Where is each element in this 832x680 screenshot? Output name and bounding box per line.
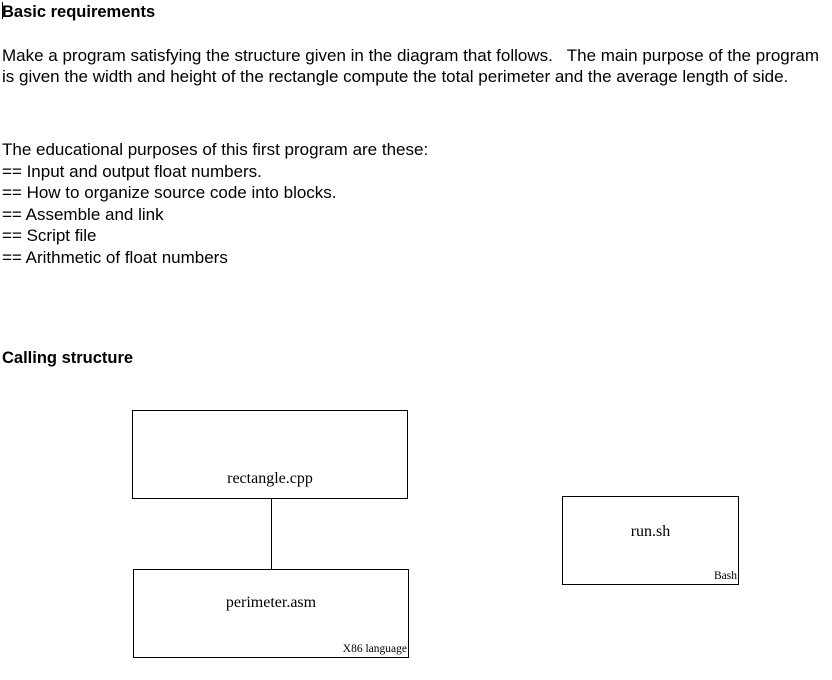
purposes-intro-line: The educational purposes of this first p… (2, 140, 429, 159)
diagram-node-label: run.sh (630, 523, 671, 540)
list-item: == Assemble and link (2, 204, 164, 224)
list-item: == Script file (2, 226, 97, 245)
intro-block: Basic requirements Make a program satisf… (2, 2, 830, 88)
diagram-node-tag: Bash (714, 570, 737, 582)
diagram-node-label: perimeter.asm (225, 594, 317, 611)
educational-purposes-block: The educational purposes of this first p… (2, 139, 602, 268)
diagram-node-run-sh: run.sh Bash (562, 496, 739, 585)
list-item: == How to organize source code into bloc… (2, 183, 337, 202)
list-item: == Arithmetic of float numbers (2, 247, 228, 267)
list-item: == Input and output float numbers. (2, 161, 262, 181)
diagram-node-perimeter-asm: perimeter.asm X86 language (133, 569, 409, 658)
text-caret (2, 2, 3, 19)
diagram-node-rectangle-cpp: rectangle.cpp (132, 410, 408, 499)
intro-paragraph: Make a program satisfying the structure … (2, 45, 824, 87)
diagram-node-tag: X86 language (342, 643, 407, 655)
diagram-node-label: rectangle.cpp (227, 470, 313, 487)
calling-structure-heading: Calling structure (2, 349, 134, 367)
page-title: Basic requirements (2, 3, 156, 21)
diagram-connector-rectangle-to-perimeter (271, 498, 272, 570)
